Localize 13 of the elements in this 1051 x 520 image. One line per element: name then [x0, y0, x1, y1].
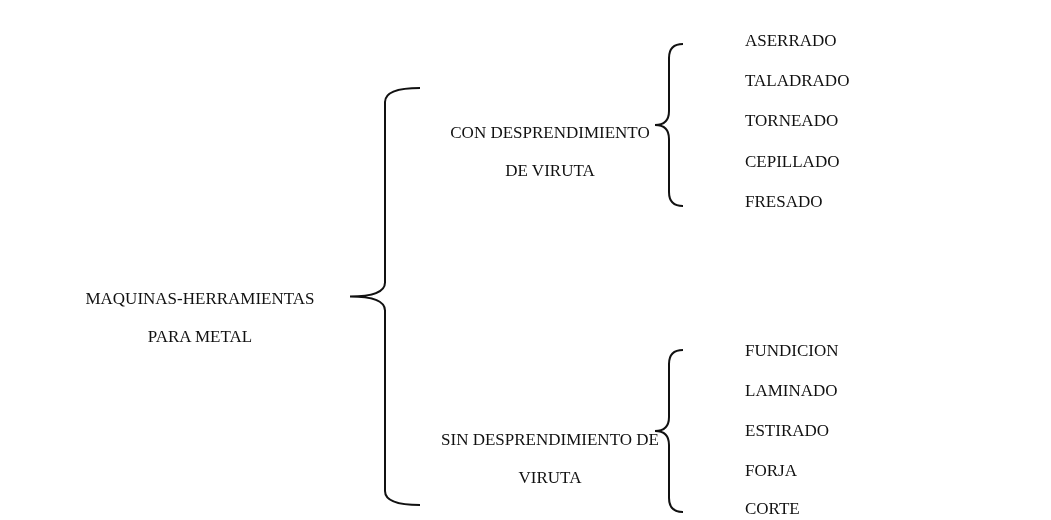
- item-text: CEPILLADO: [745, 151, 841, 173]
- item-text: ESTIRADO: [745, 420, 831, 442]
- item-text: FORJA: [745, 460, 798, 482]
- item-text: FRESADO: [745, 191, 824, 213]
- item-text: FUNDICION: [745, 340, 840, 362]
- item-text: TORNEADO: [745, 110, 840, 132]
- category-heading: CON DESPRENDIMIENTO DE VIRUTA: [449, 122, 651, 182]
- item-text: TALADRADO: [745, 70, 851, 92]
- category-heading: SIN DESPRENDIMIENTO DE VIRUTA: [440, 429, 660, 489]
- item-text: LAMINADO: [745, 380, 839, 402]
- item-text: CORTE: [745, 498, 801, 520]
- category-heading: MAQUINAS-HERRAMIENTAS PARA METAL: [84, 288, 316, 348]
- item-text: ASERRADO: [745, 30, 838, 52]
